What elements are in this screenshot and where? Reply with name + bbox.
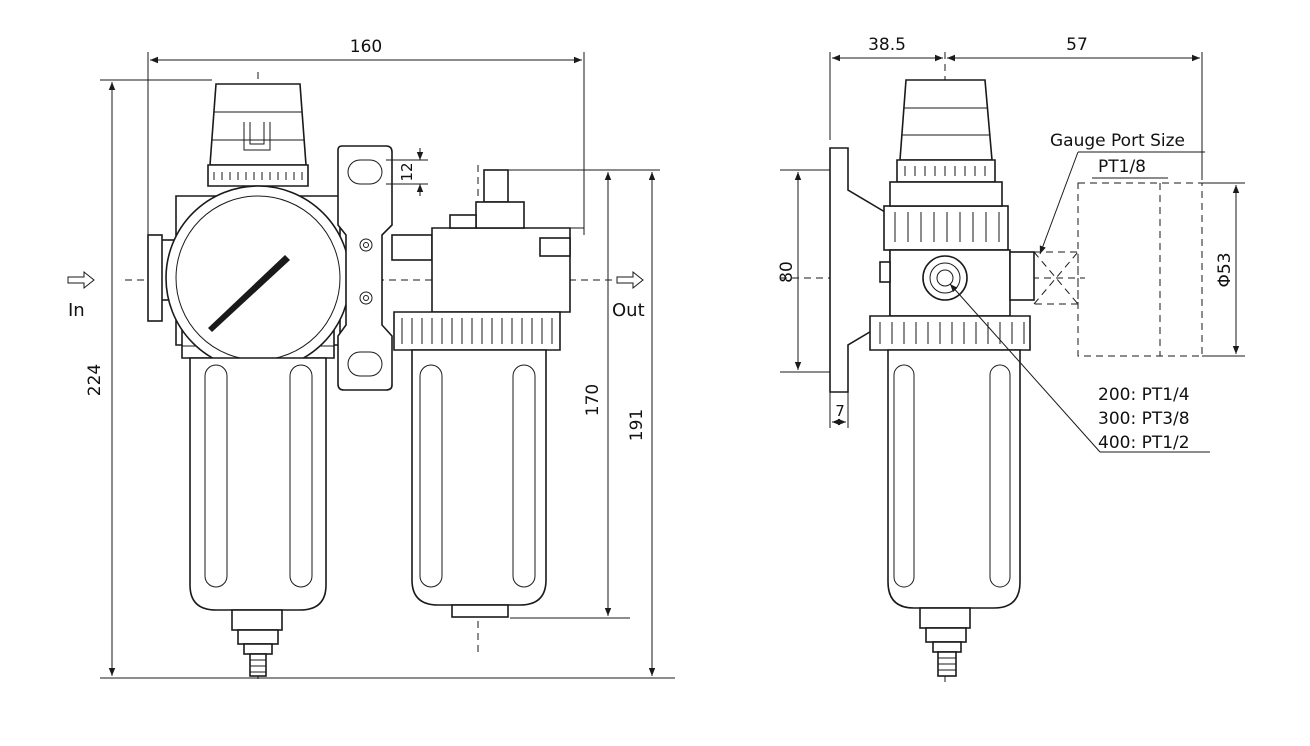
dim-top-side: 38.5 57 xyxy=(829,35,1203,180)
pressure-gauge xyxy=(165,185,351,371)
label-in: In xyxy=(68,300,85,321)
dim-12-text: 12 xyxy=(398,162,416,181)
dim-80-text: 80 xyxy=(777,261,797,283)
dim-slot-12: 12 xyxy=(386,148,428,196)
dim-191-text: 191 xyxy=(627,409,647,441)
port-size-400: 400: PT1/2 xyxy=(1098,433,1190,453)
filter-bowl xyxy=(189,357,327,677)
side-knob xyxy=(896,79,996,183)
outlet-arrow-icon xyxy=(616,270,644,290)
mounting-bracket xyxy=(337,145,393,391)
dim-7: 7 xyxy=(829,392,849,428)
gauge-port-leader: Gauge Port Size PT1/8 xyxy=(1039,131,1205,255)
dim-height-224: 224 xyxy=(85,79,675,679)
dim-phi53-text: Φ53 xyxy=(1215,252,1235,287)
gauge-port-outline: Φ53 xyxy=(1033,182,1245,357)
lubricator-top xyxy=(391,169,585,313)
inlet-arrow-icon xyxy=(67,270,95,290)
dim-height-170-191: 170 191 xyxy=(500,169,660,676)
dim-80: 80 xyxy=(777,169,830,373)
dim-width-160: 160 xyxy=(147,37,585,235)
dim-224-text: 224 xyxy=(85,364,105,396)
dim-38-5-text: 38.5 xyxy=(868,35,906,55)
dim-170-text: 170 xyxy=(583,384,603,416)
port-size-300: 300: PT3/8 xyxy=(1098,409,1190,429)
port-size-leader: 200: PT1/4 300: PT3/8 400: PT1/2 xyxy=(949,283,1210,453)
lubricator-bowl xyxy=(393,311,561,618)
side-view: 38.5 57 80 7 xyxy=(777,35,1245,682)
front-view: 160 224 170 191 In Out xyxy=(67,37,675,682)
label-out: Out xyxy=(612,300,645,321)
side-body xyxy=(879,181,1035,317)
gauge-port-value: PT1/8 xyxy=(1098,157,1146,177)
port-size-200: 200: PT1/4 xyxy=(1098,385,1190,405)
dim-57-text: 57 xyxy=(1066,35,1088,55)
dim-7-text: 7 xyxy=(835,402,845,420)
gauge-port-label: Gauge Port Size xyxy=(1050,131,1185,151)
dim-width-text: 160 xyxy=(350,37,382,57)
side-bowl xyxy=(869,315,1031,677)
regulator-knob xyxy=(207,83,309,187)
